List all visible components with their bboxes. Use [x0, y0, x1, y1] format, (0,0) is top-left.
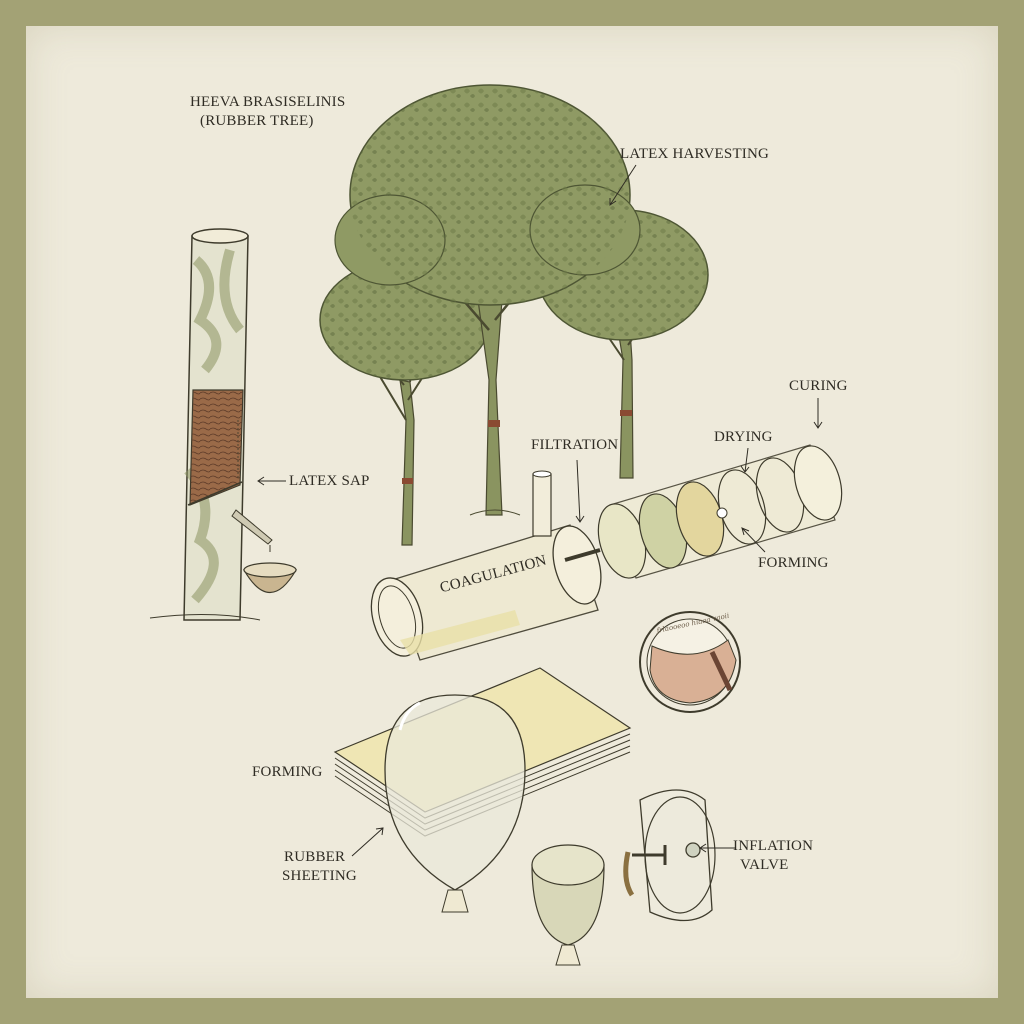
inflation-valve-label-line1: INFLATION — [733, 838, 814, 854]
filtration-label: FILTRATION — [531, 437, 619, 453]
tree-species-label: HEEVA BRASISELINIS — [190, 94, 346, 110]
latex-sap-label: LATEX SAP — [289, 473, 370, 489]
tree-common-name-label: (RUBBER TREE) — [200, 113, 314, 129]
coagulation-tube — [370, 470, 602, 661]
forming-label-top: FORMING — [758, 555, 829, 571]
curing-label: CURING — [789, 378, 848, 394]
leader-arrows — [257, 164, 823, 857]
balloon — [384, 694, 526, 913]
drying-label: DRYING — [714, 429, 773, 445]
cross-section-magnifier — [639, 611, 741, 713]
rubber-sheeting-label-line2: SHEETING — [282, 868, 357, 884]
inflation-valve-label-line2: VALVE — [740, 857, 789, 873]
latex-glass — [531, 844, 605, 966]
tree-center — [334, 84, 641, 516]
tapped-trunk — [149, 228, 298, 621]
inflation-valve-device — [623, 789, 716, 922]
forming-label-left: FORMING — [252, 764, 323, 780]
rubber-trees-group — [319, 84, 709, 546]
rubber-sheeting-label-line1: RUBBER — [284, 849, 346, 865]
drying-curing-tube — [597, 444, 843, 579]
latex-harvesting-label: LATEX HARVESTING — [620, 146, 770, 162]
